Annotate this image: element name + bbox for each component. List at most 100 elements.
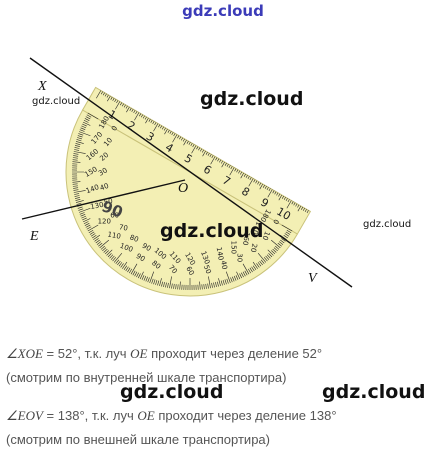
ray-name: OE [137, 408, 155, 423]
protractor-tick [286, 229, 292, 234]
ruler-tick [100, 91, 103, 95]
protractor-tick [211, 282, 213, 288]
ruler-tick [135, 111, 138, 115]
ruler-tick [114, 99, 117, 103]
protractor-tick [75, 143, 81, 145]
protractor-tick [74, 197, 80, 199]
ruler-tick [164, 128, 168, 135]
protractor-tick [112, 257, 117, 262]
ruler-tick [123, 104, 126, 108]
protractor-tick [149, 271, 155, 283]
outer-scale-label: 60 [184, 265, 195, 277]
watermark-top: gdz.cloud [182, 2, 264, 20]
ruler-tick [262, 184, 265, 188]
protractor-tick [191, 284, 193, 290]
ruler-tick [161, 126, 164, 130]
protractor-tick [208, 276, 211, 289]
ruler-tick [220, 160, 224, 164]
watermark-small: gdz.cloud [363, 219, 412, 230]
ruler-tick [125, 105, 128, 109]
ruler-tick [209, 154, 212, 158]
protractor-tick [72, 167, 78, 169]
ruler-tick [152, 121, 155, 125]
protractor-tick [127, 267, 131, 273]
outer-scale-label: 90 [135, 252, 147, 263]
ruler-tick [253, 179, 256, 183]
angle-xoe: ∠XOE [6, 346, 43, 361]
protractor-tick [241, 272, 244, 278]
ruler-tick [304, 209, 307, 213]
ruler-tick [133, 110, 136, 114]
protractor-tick [271, 250, 276, 255]
protractor-tick [106, 249, 113, 256]
outer-scale-label: 110 [107, 231, 122, 241]
ruler-tick [215, 157, 218, 161]
ruler-tick [182, 138, 185, 142]
ruler-tick [259, 182, 262, 186]
protractor-tick [268, 253, 273, 258]
outer-scale-label: 0 [271, 218, 280, 226]
protractor-tick [79, 212, 85, 215]
ruler-tick [202, 150, 206, 157]
ray-name: OE [130, 346, 148, 361]
protractor-tick [120, 263, 124, 268]
protractor-tick [232, 276, 235, 282]
ruler-tick [121, 103, 124, 107]
protractor-tick [81, 215, 87, 219]
protractor-tick [272, 248, 277, 253]
outer-scale-label: 50 [202, 264, 213, 275]
watermark: gdz.cloud [160, 220, 264, 242]
protractor-tick [74, 195, 80, 197]
ruler-tick [196, 146, 199, 150]
protractor-tick [260, 259, 265, 264]
protractor-tick [199, 281, 201, 290]
protractor-tick [96, 241, 102, 245]
inner-scale-label: 20 [98, 151, 110, 163]
ruler-tick [211, 155, 214, 159]
ruler-tick [104, 93, 107, 97]
ruler-tick [264, 186, 267, 189]
protractor-tick [233, 275, 237, 281]
protractor-tick [256, 263, 260, 268]
protractor-tick [125, 266, 129, 272]
ruler-tick [287, 199, 290, 203]
protractor-tick [72, 169, 78, 171]
protractor-tick [284, 233, 290, 237]
protractor-tick [197, 284, 199, 290]
outer-scale-label: 20 [249, 243, 258, 253]
protractor-tick [134, 271, 138, 277]
protractor-tick [84, 223, 90, 226]
protractor-tick [167, 282, 169, 288]
ruler-tick [183, 139, 187, 146]
ruler-tick [274, 191, 277, 195]
ruler-tick [110, 96, 113, 100]
ruler-tick [172, 134, 178, 143]
ruler-tick [140, 114, 143, 118]
protractor-tick [72, 171, 85, 173]
protractor-tick [273, 247, 278, 252]
protractor-tick [195, 284, 197, 290]
protractor-tick [75, 199, 81, 201]
protractor-tick [157, 280, 160, 286]
ruler-tick [106, 94, 109, 98]
protractor-tick [213, 282, 215, 288]
protractor-tick [136, 272, 139, 278]
protractor-tick [103, 248, 108, 253]
protractor-tick [77, 135, 83, 138]
ruler-tick [145, 117, 149, 124]
ruler-tick [266, 187, 269, 191]
ruler-tick [163, 127, 166, 131]
protractor-tick [171, 283, 173, 289]
protractor-tick [104, 250, 109, 255]
protractor-tick [73, 153, 79, 155]
protractor-tick [109, 254, 114, 259]
protractor-tick [122, 261, 128, 269]
protractor-tick [94, 238, 99, 242]
ruler-tick [228, 165, 231, 169]
ruler-tick [188, 142, 191, 145]
protractor-tick [283, 234, 288, 239]
ruler-tick [226, 164, 229, 167]
protractor-tick [113, 253, 123, 263]
ruler-tick [297, 204, 300, 208]
ruler-tick [268, 188, 271, 192]
